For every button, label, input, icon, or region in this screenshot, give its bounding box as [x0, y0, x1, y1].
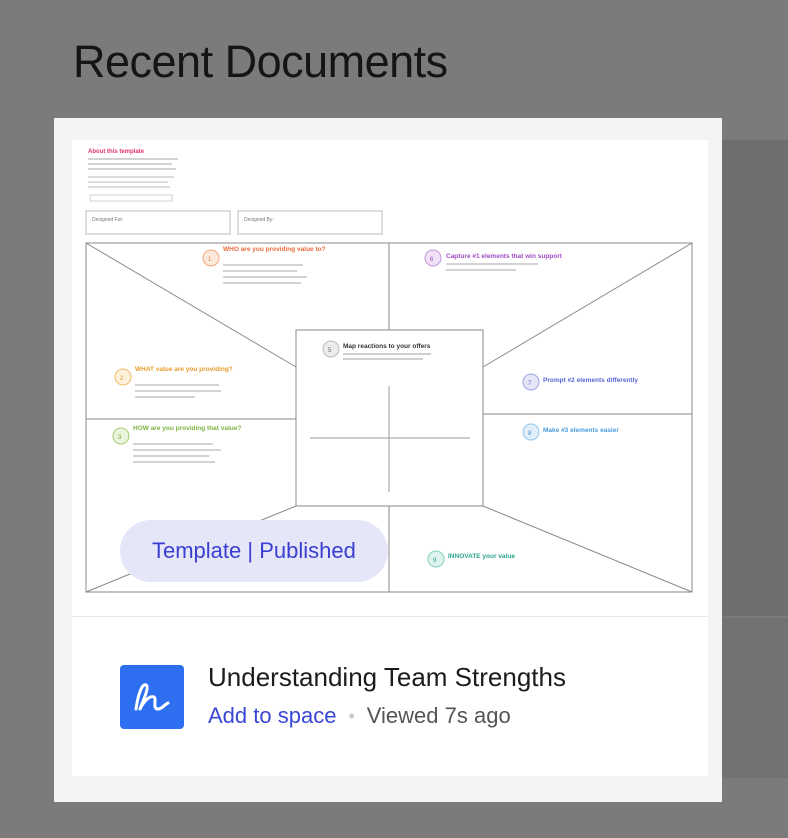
thumb-section-9: INNOVATE your value — [448, 553, 515, 560]
document-card[interactable]: About this template Designed For: Design… — [72, 140, 708, 776]
thumb-section-8: Make #3 elements easier — [543, 427, 619, 434]
svg-text:7: 7 — [528, 381, 532, 387]
svg-text:3: 3 — [118, 435, 122, 441]
document-meta: Add to space • Viewed 7s ago — [208, 703, 511, 729]
svg-text:2: 2 — [120, 376, 124, 382]
svg-text:5: 5 — [328, 348, 332, 354]
document-thumbnail[interactable]: About this template Designed For: Design… — [72, 140, 708, 616]
next-card-thumbnail[interactable] — [722, 140, 788, 616]
svg-text:8: 8 — [528, 431, 532, 437]
card-divider — [72, 616, 708, 617]
freeform-scribble-icon — [120, 665, 184, 729]
thumb-section-5: Map reactions to your offers — [343, 343, 431, 350]
svg-text:6: 6 — [430, 257, 434, 263]
thumb-designed-by: Designed By: — [244, 217, 274, 223]
last-viewed-text: Viewed 7s ago — [366, 703, 511, 728]
document-title[interactable]: Understanding Team Strengths — [208, 662, 566, 692]
template-preview: About this template Designed For: Design… — [85, 149, 693, 593]
thumb-section-3: HOW are you providing that value? — [133, 425, 241, 432]
svg-text:1: 1 — [208, 257, 212, 263]
thumb-about-text: About this template — [88, 149, 145, 155]
thumb-section-6: Capture #1 elements that win support — [446, 253, 563, 260]
svg-text:9: 9 — [433, 558, 437, 564]
status-badge: Template | Published — [120, 520, 388, 582]
meta-separator: • — [348, 705, 355, 726]
thumb-section-2: WHAT value are you providing? — [135, 366, 233, 373]
thumb-section-1: WHO are you providing value to? — [223, 246, 326, 253]
thumb-designed-for: Designed For: — [92, 217, 123, 223]
add-to-space-link[interactable]: Add to space — [208, 703, 337, 728]
thumb-section-7: Prompt #2 elements differently — [543, 377, 638, 384]
page-title: Recent Documents — [73, 36, 448, 87]
next-card-footer[interactable] — [722, 618, 788, 778]
